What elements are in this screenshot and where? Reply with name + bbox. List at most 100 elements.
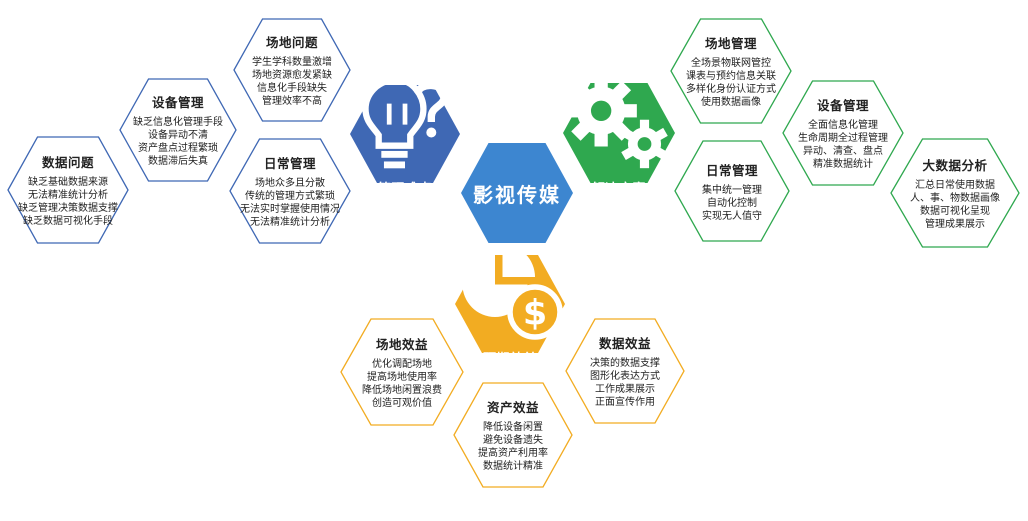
hex-outline bbox=[461, 143, 573, 243]
benefit-asset-line: 避免设备遗失 bbox=[483, 435, 543, 446]
hex-outline bbox=[674, 140, 790, 242]
solution-daily-line: 自动化控制 bbox=[707, 197, 757, 209]
hex-outline bbox=[890, 138, 1020, 248]
hex-outline bbox=[565, 318, 685, 424]
hex-outline bbox=[782, 80, 904, 186]
benefit-data-line: 工作成果展示 bbox=[595, 384, 655, 395]
hex-shape bbox=[670, 18, 792, 124]
solution-equipment-line: 精准数据统计 bbox=[813, 159, 873, 170]
problem-hex-equipment: 设备管理 缺乏信息化管理手段 设备异动不清 资产盘点过程繁琐 数据滞后失真 bbox=[119, 78, 237, 182]
hex-shape bbox=[7, 136, 129, 244]
svg-text:$: $ bbox=[523, 293, 547, 333]
solution-venue-title: 场地管理 bbox=[704, 36, 757, 51]
hex-shape bbox=[229, 138, 351, 244]
solution-equipment-title: 设备管理 bbox=[816, 98, 869, 113]
hex-shape bbox=[565, 318, 685, 424]
category-hex-solutions: 解决方案 bbox=[562, 74, 676, 197]
category-title-problems: 管理难点 bbox=[377, 181, 432, 197]
hex-outline bbox=[7, 136, 129, 244]
hex-outline bbox=[229, 138, 351, 244]
problem-hex-data: 数据问题 缺乏基础数据来源 无法精准统计分析 缺乏管理决策数据支撑 缺乏数据可视… bbox=[7, 136, 129, 244]
hex-shape bbox=[119, 78, 237, 182]
category-hex-benefits: $ 预期效益 bbox=[454, 244, 566, 367]
benefit-venue-title: 场地效益 bbox=[375, 337, 428, 352]
solution-hex-daily: 日常管理 集中统一管理 自动化控制 实现无人值守 bbox=[674, 140, 790, 242]
problem-daily-line: 无法精准统计分析 bbox=[250, 217, 330, 228]
hex-outline bbox=[119, 78, 237, 182]
gears-icon bbox=[565, 74, 668, 168]
hex-shape bbox=[674, 140, 790, 242]
hex-outline bbox=[233, 18, 351, 122]
problem-hex-venue: 场地问题 学生学科数量激增 场地资源愈发紧缺 信息化手段缺失 管理效率不高 bbox=[233, 18, 351, 122]
hex-outline bbox=[453, 382, 573, 488]
hex-outline bbox=[670, 18, 792, 124]
problem-equipment-line: 数据滞后失真 bbox=[148, 156, 208, 167]
solution-bigdata-line: 人、事、物数据画像 bbox=[910, 193, 1000, 204]
center-title: 影视传媒 bbox=[473, 182, 561, 207]
problem-hex-daily: 日常管理 场地众多且分散 传统的管理方式繁琐 无法实时掌握使用情况 无法精准统计… bbox=[229, 138, 351, 244]
benefit-venue-line: 降低场地闲置浪费 bbox=[362, 385, 442, 396]
solution-bigdata-line: 管理成果展示 bbox=[925, 219, 985, 230]
hex-shape bbox=[233, 18, 351, 122]
solution-bigdata-line: 汇总日常使用数据 bbox=[915, 180, 995, 191]
problem-venue-line: 管理效率不高 bbox=[262, 96, 322, 107]
hex-shape bbox=[453, 382, 573, 488]
benefit-data-line: 正面宣传作用 bbox=[595, 397, 655, 408]
benefit-data-line: 图形化表达方式 bbox=[590, 371, 660, 382]
problem-equipment-line: 资产盘点过程繁琐 bbox=[138, 143, 218, 154]
solution-hex-equipment: 设备管理 全面信息化管理 生命周期全过程管理 异动、清查、盘点 精准数据统计 bbox=[782, 80, 904, 186]
problem-venue-line: 学生学科数量激增 bbox=[252, 57, 332, 68]
problem-data-line: 缺乏管理决策数据支撑 bbox=[18, 203, 118, 214]
solution-equipment-line: 全面信息化管理 bbox=[808, 120, 878, 131]
solution-hex-bigdata: 大数据分析 汇总日常使用数据 人、事、物数据画像 数据可视化呈现 管理成果展示 bbox=[890, 138, 1020, 248]
problem-equipment-line: 缺乏信息化管理手段 bbox=[133, 117, 223, 128]
solution-equipment-line: 异动、清查、盘点 bbox=[803, 146, 883, 157]
problem-data-title: 数据问题 bbox=[41, 155, 94, 170]
hex-outline bbox=[340, 318, 464, 426]
benefit-hex-venue: 场地效益 优化调配场地 提高场地使用率 降低场地闲置浪费 创造可观价值 bbox=[340, 318, 464, 426]
pie-chart-dollar-icon: $ bbox=[462, 244, 563, 340]
benefit-asset-line: 降低设备闲置 bbox=[483, 422, 543, 433]
hex-shape bbox=[782, 80, 904, 186]
problem-daily-line: 传统的管理方式繁琐 bbox=[245, 191, 335, 202]
category-hex-problems: 管理难点 bbox=[349, 76, 461, 197]
problem-equipment-line: 设备异动不清 bbox=[148, 130, 208, 141]
center-hex: 影视传媒 bbox=[460, 142, 574, 244]
benefit-venue-line: 创造可观价值 bbox=[372, 398, 432, 409]
benefit-hex-asset: 资产效益 降低设备闲置 避免设备遗失 提高资产利用率 数据统计精准 bbox=[453, 382, 573, 488]
problem-venue-line: 信息化手段缺失 bbox=[257, 83, 327, 94]
benefit-asset-title: 资产效益 bbox=[486, 400, 539, 415]
solution-equipment-line: 生命周期全过程管理 bbox=[798, 133, 888, 144]
benefit-venue-line: 提高场地使用率 bbox=[367, 372, 437, 383]
solution-venue-line: 全场景物联网管控 bbox=[691, 58, 771, 69]
lightbulb-question-icon bbox=[362, 76, 449, 168]
problem-daily-line: 场地众多且分散 bbox=[255, 178, 325, 189]
solution-daily-line: 集中统一管理 bbox=[702, 184, 762, 196]
solution-bigdata-line: 数据可视化呈现 bbox=[920, 206, 990, 217]
hex-shape bbox=[340, 318, 464, 426]
hex-shape bbox=[890, 138, 1020, 248]
benefit-data-line: 决策的数据支撑 bbox=[590, 358, 660, 369]
problem-data-line: 缺乏数据可视化手段 bbox=[23, 216, 113, 227]
problem-venue-title: 场地问题 bbox=[265, 35, 318, 50]
problem-data-line: 缺乏基础数据来源 bbox=[28, 177, 108, 188]
problem-daily-title: 日常管理 bbox=[263, 156, 316, 171]
benefit-venue-line: 优化调配场地 bbox=[372, 359, 432, 370]
benefit-asset-line: 提高资产利用率 bbox=[478, 448, 548, 459]
solution-venue-line: 使用数据画像 bbox=[701, 97, 761, 108]
solution-venue-line: 多样化身份认证方式 bbox=[686, 84, 776, 95]
problem-equipment-title: 设备管理 bbox=[151, 95, 204, 110]
solution-venue-line: 课表与预约信息关联 bbox=[686, 71, 776, 82]
benefit-hex-data: 数据效益 决策的数据支撑 图形化表达方式 工作成果展示 正面宣传作用 bbox=[565, 318, 685, 424]
problem-daily-line: 无法实时掌握使用情况 bbox=[240, 204, 340, 215]
solution-daily-line: 实现无人值守 bbox=[702, 210, 762, 222]
hex-shape bbox=[461, 143, 573, 243]
benefit-asset-line: 数据统计精准 bbox=[483, 461, 543, 472]
problem-venue-line: 场地资源愈发紧缺 bbox=[252, 70, 332, 81]
solution-hex-venue: 场地管理 全场景物联网管控 课表与预约信息关联 多样化身份认证方式 使用数据画像 bbox=[670, 18, 792, 124]
category-title-benefits: 预期效益 bbox=[482, 351, 537, 367]
category-title-solutions: 解决方案 bbox=[591, 181, 646, 197]
problem-data-line: 无法精准统计分析 bbox=[28, 190, 108, 201]
solution-bigdata-title: 大数据分析 bbox=[922, 158, 988, 173]
